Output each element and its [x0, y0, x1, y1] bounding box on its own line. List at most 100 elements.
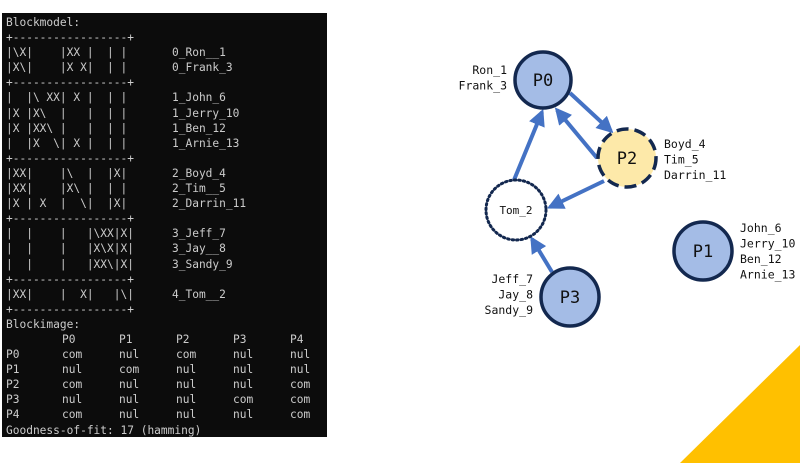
blockimage-cell: com [290, 393, 311, 407]
matrix-cells: | | | |\XX|X| [6, 227, 134, 241]
blockmodel-title: Blockmodel: [6, 16, 81, 29]
blockimage-cell: nul [119, 378, 140, 392]
blockimage-cell: P3 [233, 332, 247, 346]
blockmodel-row: |X\| |X X| | |0_Frank_3 [6, 60, 327, 75]
blockimage-cell: P3 [6, 393, 20, 407]
terminal-window: Blockmodel: +-----------------+|\X| |XX … [2, 13, 327, 437]
matrix-cells: |X |XX\ | | | | [6, 121, 128, 135]
member-label: Jeff_7 [491, 272, 533, 286]
edge-p0-to-p2 [568, 91, 614, 134]
node-label: P1 [693, 242, 713, 262]
node-label: Tom_2 [499, 204, 532, 217]
blockmodel-border: +-----------------+ [6, 302, 134, 316]
blockimage-cell: nul [233, 378, 254, 392]
blockmodel-border: +-----------------+ [6, 212, 134, 226]
node-label: P2 [617, 149, 637, 169]
node-circle [513, 50, 573, 110]
edge-p3-to-p4 [530, 236, 554, 274]
blockmodel-border: +-----------------+ [6, 151, 134, 165]
actor-label: 1_Jerry_10 [172, 106, 240, 120]
blockimage-cell: com [233, 393, 254, 407]
blockimage-cell: nul [119, 408, 140, 422]
node-label: P0 [533, 71, 553, 91]
blockimage-cell: P0 [62, 332, 76, 346]
node-circle [484, 178, 548, 242]
blockmodel-row: |X |X\ | | | | 1_Jerry_10 [6, 106, 327, 121]
blockmodel-border: +-----------------+ [6, 272, 134, 286]
blockmodel-row: | | | |XX\|X|3_Sandy_9 [6, 257, 327, 272]
matrix-cells: | | | |XX\|X| [6, 257, 134, 271]
edge-p2-to-p4 [546, 179, 605, 209]
blockimage-cell: com [176, 348, 197, 362]
blockmodel-border: +-----------------+ [6, 76, 134, 90]
blockimage-cell: P0 [6, 348, 20, 362]
member-label: Frank_3 [459, 79, 508, 93]
blockimage-cell: com [290, 378, 311, 392]
blockmodel-row: |XX| |\ | |X|2_Boyd_4 [6, 166, 327, 181]
blockmodel-row: |X |XX\ | | | |1_Ben_12 [6, 121, 327, 136]
blockimage-cell: com [119, 363, 140, 377]
blockimage-cell: nul [290, 348, 311, 362]
member-label: Ron_1 [472, 63, 507, 77]
blockmodel-row: | |\ XX| X | | |1_John_6 [6, 90, 327, 105]
member-label: Jay_8 [498, 288, 533, 302]
blockmodel-row: |XX| | X| |\|4_Tom__2 [6, 287, 327, 302]
goodness-of-fit: Goodness-of-fit: 17 (hamming) [6, 423, 202, 437]
matrix-cells: |X\| |X X| | | [6, 61, 128, 75]
blockimage-cell: nul [62, 393, 83, 407]
blockimage-cell: P1 [6, 363, 20, 377]
blockimage-cell: P2 [6, 378, 20, 392]
blockimage-cell: nul [176, 393, 197, 407]
blockimage-cell: P2 [176, 332, 190, 346]
blockmodel-border: +-----------------+ [6, 31, 134, 45]
blockimage-cell: nul [119, 348, 140, 362]
blockimage-cell: nul [290, 363, 311, 377]
blockimage-cell: nul [176, 408, 197, 422]
blockmodel-row: | | | |X\X|X|3_Jay__8 [6, 241, 327, 256]
actor-label: 1_John_6 [172, 91, 226, 105]
matrix-cells: |XX| |X\ | | | [6, 182, 128, 196]
node-label: P3 [560, 288, 580, 308]
blockmodel-matrix: +-----------------+|\X| |XX | | |0_Ron__… [6, 30, 327, 317]
blockimage-cell: nul [233, 408, 254, 422]
blockmodel-row: | |X \| X | | |1_Arnie_13 [6, 136, 327, 151]
edge-p2-to-p0 [554, 107, 599, 160]
matrix-cells: |X |X\ | | | | [6, 106, 128, 120]
blockmodel-row: |\X| |XX | | | 0_Ron__1 [6, 45, 327, 60]
actor-label: 4_Tom__2 [172, 287, 226, 301]
member-label: John_6 [740, 221, 782, 235]
matrix-cells: |\X| |XX | | | [6, 46, 128, 60]
matrix-cells: |X | X | \| |X| [6, 197, 128, 211]
blockimage-cell: P1 [119, 332, 133, 346]
blockimage-cell: nul [119, 393, 140, 407]
actor-label: 2_Tim__5 [172, 182, 226, 196]
actor-label: 2_Darrin_11 [172, 197, 247, 211]
blockimage-title: Blockimage: [6, 317, 81, 331]
member-label: Arnie_13 [740, 268, 795, 282]
node-circle [539, 266, 601, 328]
blockimage-cell: com [62, 348, 83, 362]
actor-label: 3_Jeff_7 [172, 227, 226, 241]
node-circle [672, 220, 734, 282]
blockimage-cell: com [290, 408, 311, 422]
actor-label: 0_Ron__1 [172, 46, 226, 60]
blockimage-cell: nul [233, 363, 254, 377]
blockimage-cell: nul [62, 363, 83, 377]
matrix-cells: |XX| |\ | |X| [6, 166, 128, 180]
member-label: Jerry_10 [740, 237, 795, 251]
member-label: Sandy_9 [485, 303, 534, 317]
blockimage-cell: nul [176, 378, 197, 392]
blockimage-row: P3 nul nul nul com com [6, 392, 327, 407]
member-label: Tim_5 [664, 153, 699, 167]
node-circle [596, 127, 658, 189]
blockmodel-row: |X | X | \| |X| 2_Darrin_11 [6, 196, 327, 211]
